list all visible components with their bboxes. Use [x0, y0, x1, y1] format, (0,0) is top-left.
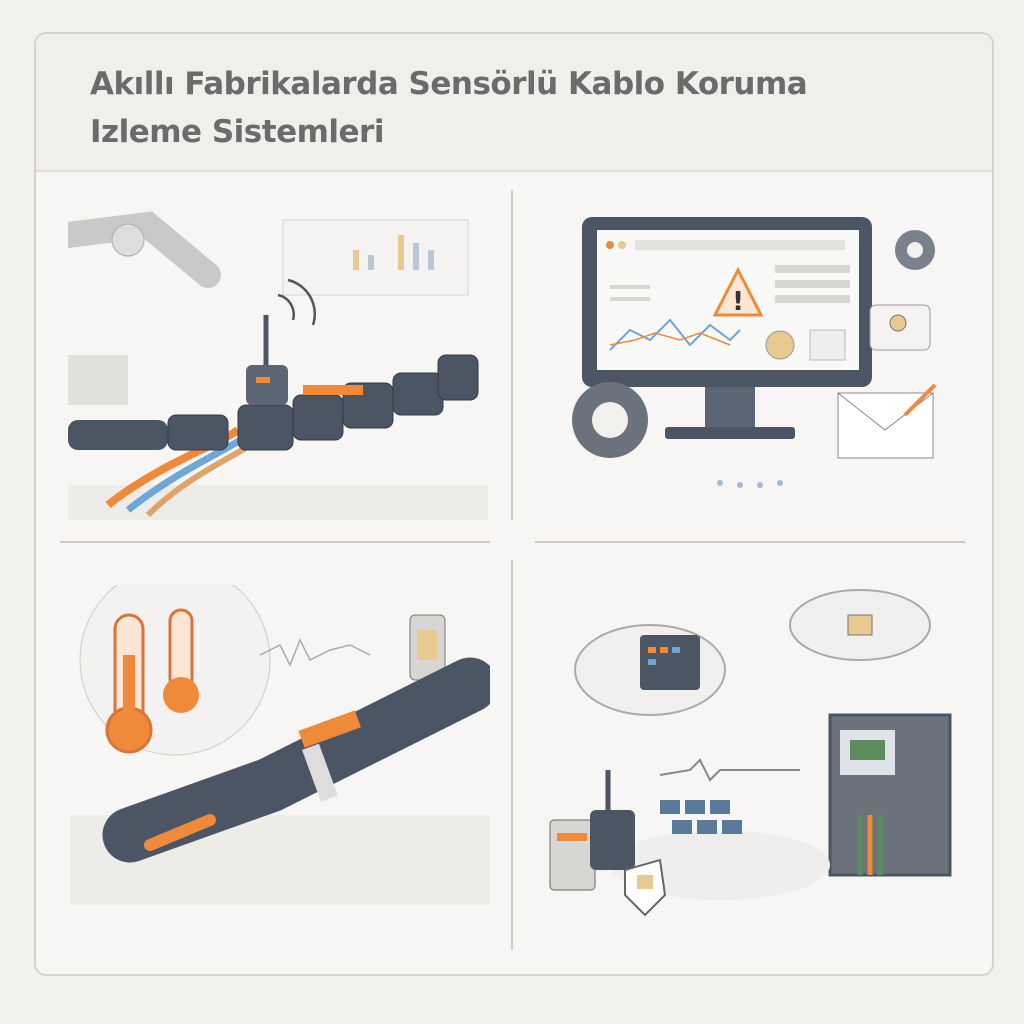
- thermometer-temperature-sensor-icon: [70, 585, 490, 905]
- cloud-security-network-icon: [549, 589, 952, 917]
- svg-text:!: !: [732, 287, 744, 317]
- divider-vertical-top: [511, 190, 513, 520]
- header: Akıllı Fabrikalarda Sensörlü Kablo Korum…: [36, 34, 992, 172]
- title-line-1: Akıllı Fabrikalarda Sensörlü Kablo Korum…: [90, 66, 808, 102]
- monitor-dashboard-warning-icon: !: [572, 217, 937, 488]
- divider-vertical-bottom: [511, 560, 513, 950]
- divider-horizontal-left: [60, 541, 490, 543]
- robot-arm-cable-chain-sensor-icon: [68, 211, 488, 520]
- divider-horizontal-right: [535, 541, 965, 543]
- page-title: Akıllı Fabrikalarda Sensörlü Kablo Korum…: [90, 60, 808, 156]
- title-line-2: Izleme Sistemleri: [90, 114, 384, 150]
